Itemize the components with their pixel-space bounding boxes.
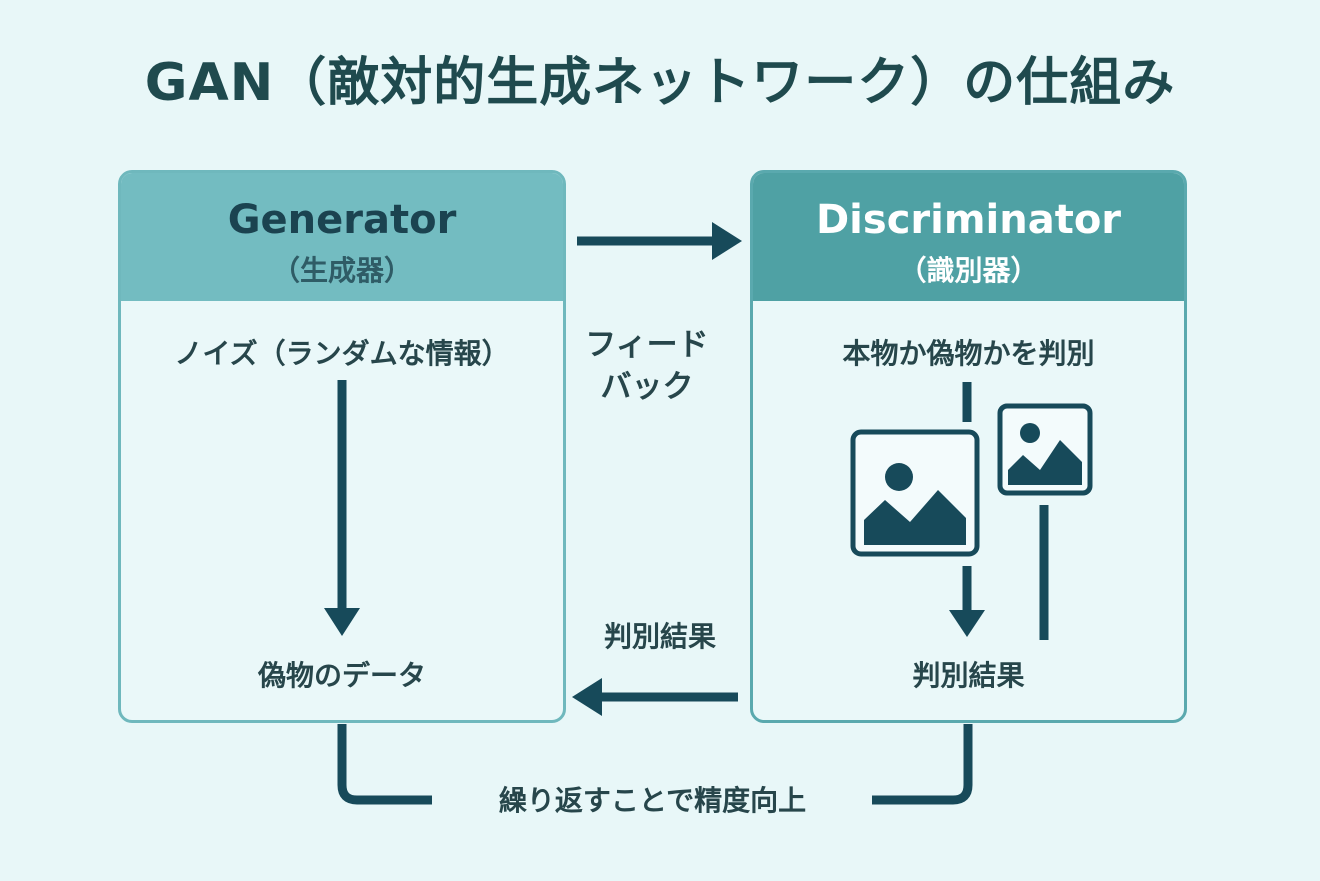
- generator-header: Generator （生成器）: [121, 173, 563, 301]
- discriminator-header: Discriminator （識別器）: [753, 173, 1184, 301]
- diagram-title: GAN（敵対的生成ネットワーク）の仕組み: [144, 53, 1176, 113]
- generator-output-label: 偽物のデータ: [257, 659, 426, 692]
- discriminator-subtitle: （識別器）: [898, 254, 1039, 287]
- result-arrow: [572, 678, 738, 716]
- loop-label: 繰り返すことで精度向上: [498, 784, 807, 817]
- feedback-arrow: [577, 222, 742, 260]
- discriminator-box: Discriminator （識別器）: [750, 170, 1187, 723]
- feedback-label: フィード バック: [572, 324, 722, 408]
- generator-input-label: ノイズ（ランダムな情報）: [174, 337, 510, 370]
- result-arrow-label: 判別結果: [603, 620, 716, 653]
- feedback-label-line2: バック: [600, 369, 694, 405]
- feedback-label-line1: フィード: [585, 327, 709, 363]
- discriminator-task-label: 本物か偽物かを判別: [842, 337, 1095, 370]
- discriminator-result-label: 判別結果: [912, 659, 1025, 692]
- generator-box: Generator （生成器）: [118, 170, 566, 723]
- generator-name: Generator: [227, 197, 457, 243]
- discriminator-name: Discriminator: [815, 197, 1122, 243]
- generator-subtitle: （生成器）: [271, 254, 412, 287]
